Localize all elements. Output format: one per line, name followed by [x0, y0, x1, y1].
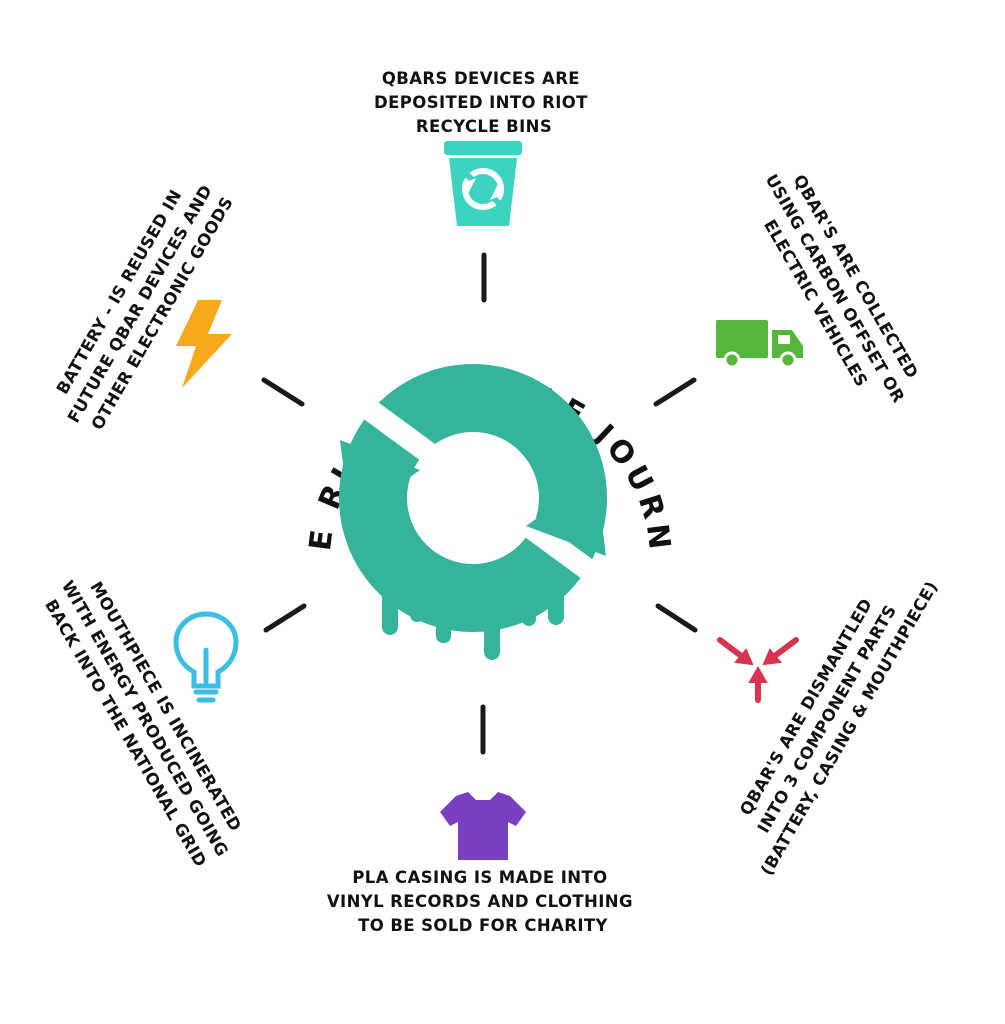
spoke-top-left	[261, 377, 305, 407]
stage-casing-text: PLA CASING IS MADE INTO VINYL RECORDS AN…	[327, 868, 639, 935]
stage-battery: BATTERY - IS REUSED IN FUTURE QBAR DEVIC…	[53, 182, 237, 433]
converging-arrows-icon	[717, 637, 799, 703]
stage-deposit-text: QBARS DEVICES ARE DEPOSITED INTO RIOT RE…	[374, 69, 594, 136]
tshirt-icon	[440, 792, 526, 860]
lightbulb-icon	[173, 611, 239, 703]
spoke-bottom-left	[263, 603, 307, 633]
ring-arrowhead-right	[526, 476, 606, 556]
spoke-top-right	[653, 377, 697, 407]
ring-drips	[382, 575, 564, 660]
stage-mouthpiece: MOUTHPIECE IS INCINERATED WITH ENERGY PR…	[37, 565, 256, 877]
stage-dismantle-text: QBAR'S ARE DISMANTLED INTO 3 COMPONENT P…	[715, 554, 941, 879]
recycle-bin-icon	[444, 141, 522, 226]
stage-collect-text: QBAR'S ARE COLLECTED USING CARBON OFFSET…	[741, 159, 932, 423]
spokes	[261, 252, 698, 755]
recycle-ring-icon	[339, 364, 609, 660]
stage-deposit: QBARS DEVICES ARE DEPOSITED INTO RIOT RE…	[374, 69, 594, 226]
ring-gap	[363, 401, 609, 589]
stage-collect: QBAR'S ARE COLLECTED USING CARBON OFFSET…	[716, 159, 932, 423]
lightning-bolt-icon	[176, 300, 232, 388]
stage-casing: PLA CASING IS MADE INTO VINYL RECORDS AN…	[327, 792, 639, 935]
truck-icon	[716, 320, 803, 369]
stage-dismantle: QBAR'S ARE DISMANTLED INTO 3 COMPONENT P…	[715, 554, 942, 879]
ring-arrowhead-left	[340, 440, 420, 520]
spoke-bottom-right	[655, 603, 698, 633]
stage-mouthpiece-text: MOUTHPIECE IS INCINERATED WITH ENERGY PR…	[37, 565, 256, 877]
